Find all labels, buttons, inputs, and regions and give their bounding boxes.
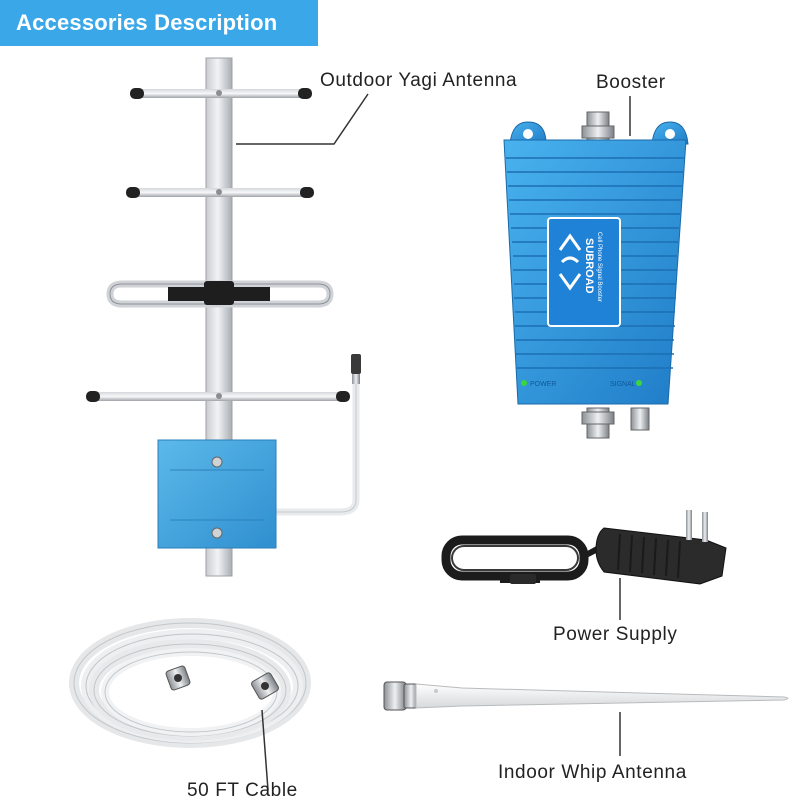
cable-leader-line <box>261 709 269 791</box>
yagi-antenna-image <box>86 57 361 577</box>
booster-subtitle: Cell Phone Signal Booster <box>596 232 602 302</box>
subroad-logo-icon <box>558 233 582 291</box>
accessories-banner: Accessories Description <box>0 0 318 46</box>
power-led-label: POWER <box>530 381 556 388</box>
power-supply-label: Power Supply <box>553 624 678 645</box>
cable-coil-image <box>69 618 311 748</box>
yagi-leader-line <box>236 93 369 145</box>
signal-led-label: SIGNAL <box>610 381 636 388</box>
whip-antenna-image <box>383 681 789 711</box>
cable-label: 50 FT Cable <box>187 780 298 801</box>
banner-title: Accessories Description <box>16 10 278 35</box>
whip-antenna-label: Indoor Whip Antenna <box>498 762 687 783</box>
power-supply-image <box>441 510 727 585</box>
booster-label: Booster <box>596 72 666 93</box>
booster-brand: SUBROAD <box>583 238 595 294</box>
yagi-antenna-label: Outdoor Yagi Antenna <box>320 70 518 91</box>
power-led-icon <box>521 380 527 386</box>
booster-image: SUBROAD Cell Phone Signal Booster POWER … <box>503 111 689 439</box>
signal-led-icon <box>636 380 642 386</box>
